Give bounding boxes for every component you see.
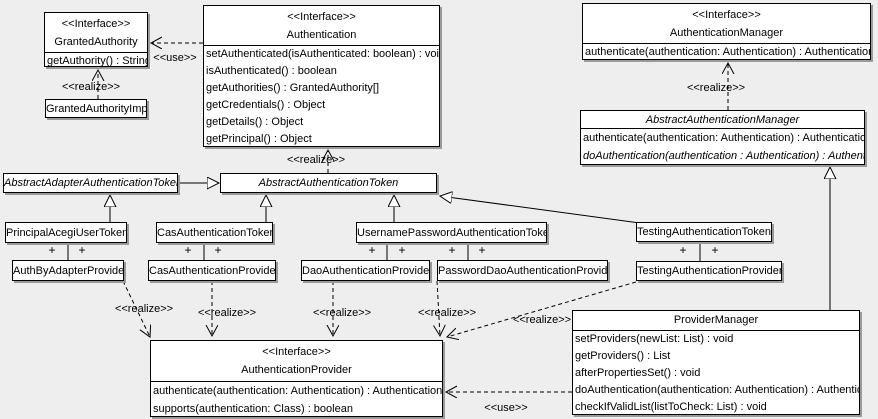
class-name: AbstractAuthenticationManager <box>645 114 800 126</box>
class-title: AbstractAuthenticationManager <box>581 111 864 128</box>
class-name: AuthenticationManager <box>669 27 784 39</box>
realize-label: <<realize>> <box>197 307 257 319</box>
method: getDetails() : Object <box>206 116 304 128</box>
class-name: UsernamePasswordAuthenticationToken <box>357 226 546 239</box>
class-name: AuthenticationProvider <box>241 364 352 376</box>
class-name: PrincipalAcegiUserToken <box>6 226 126 239</box>
multiplicity-plus: + <box>48 243 56 257</box>
method: checkIfValidList(listToCheck: List) : vo… <box>575 401 767 413</box>
class-abstract-adapter-authentication-token[interactable]: AbstractAdapterAuthenticationToken <box>3 173 178 193</box>
class-auth-by-adapter-provider[interactable]: AuthByAdapterProvider <box>12 260 124 281</box>
multiplicity-plus: + <box>398 243 406 257</box>
method: authenticate(authentication: Authenticat… <box>585 46 870 58</box>
realize-label: <<realize>> <box>61 81 121 93</box>
class-password-dao-authentication-provider[interactable]: PasswordDaoAuthenticationProvider <box>437 260 608 281</box>
method: doAuthentication(authentication : Authen… <box>583 150 864 162</box>
multiplicity-plus: + <box>711 243 719 257</box>
realize-label: <<realize>> <box>114 303 174 315</box>
method: authenticate(authentication: Authenticat… <box>583 132 864 144</box>
class-name: Authentication <box>286 29 357 41</box>
class-testing-authentication-provider[interactable]: TestingAuthenticationProvider <box>636 261 782 281</box>
class-authentication-manager[interactable]: <<Interface>> AuthenticationManager auth… <box>582 3 871 60</box>
method: getProviders() : List <box>575 350 671 362</box>
class-cas-authentication-token[interactable]: CasAuthenticationToken <box>156 222 273 243</box>
class-name: CasAuthenticationToken <box>157 226 272 239</box>
class-name: CasAuthenticationProvider <box>149 264 275 277</box>
realize-label: <<realize>> <box>686 82 746 94</box>
class-provider-manager[interactable]: ProviderManager setProviders(newList: Li… <box>572 310 860 415</box>
use-label: <<use>> <box>484 402 528 414</box>
method: setAuthenticated(isAuthenticated: boolea… <box>206 48 439 60</box>
generalization-testing-to-abstract-token <box>440 196 641 224</box>
class-granted-authority[interactable]: <<Interface>> GrantedAuthority getAuthor… <box>44 12 148 67</box>
use-label: <<use>> <box>153 52 197 64</box>
class-authentication-provider[interactable]: <<Interface>> AuthenticationProvider aut… <box>150 340 443 417</box>
class-name: DaoAuthenticationProvider <box>302 264 429 277</box>
class-title: <<Interface>> GrantedAuthority <box>45 13 147 52</box>
method: getPrincipal() : Object <box>206 133 312 145</box>
method: isAuthenticated() : boolean <box>206 65 337 77</box>
multiplicity-plus: + <box>368 243 376 257</box>
method: afterPropertiesSet() : void <box>575 367 701 379</box>
method: getCredentials() : Object <box>206 99 326 111</box>
method: supports(authentication: Class) : boolea… <box>153 403 353 415</box>
stereotype: <<Interface>> <box>61 18 131 30</box>
class-name: AbstractAuthenticationToken <box>258 177 399 189</box>
stereotype: <<Interface>> <box>262 346 331 358</box>
class-name: GrantedAuthorityImpl <box>46 102 146 115</box>
multiplicity-plus: + <box>448 243 456 257</box>
realize-label: <<realize>> <box>312 307 372 319</box>
multiplicity-plus: + <box>478 243 486 257</box>
class-name: PasswordDaoAuthenticationProvider <box>438 264 607 277</box>
method: setProviders(newList: List) : void <box>575 333 734 345</box>
realize-authbyadapter-to-provider-interface <box>122 280 150 337</box>
method: authenticate(authentication: Authenticat… <box>153 385 442 397</box>
realize-testingprovider-to-provider-interface <box>447 281 637 337</box>
class-name: AbstractAdapterAuthenticationToken <box>4 177 177 189</box>
class-title: <<Interface>> AuthenticationProvider <box>151 341 442 381</box>
realize-label: <<realize>> <box>417 307 477 319</box>
class-dao-authentication-provider[interactable]: DaoAuthenticationProvider <box>301 260 430 281</box>
class-abstract-authentication-manager[interactable]: AbstractAuthenticationManager authentica… <box>580 110 865 165</box>
class-testing-authentication-token[interactable]: TestingAuthenticationToken <box>636 222 772 242</box>
class-abstract-authentication-token[interactable]: AbstractAuthenticationToken <box>220 173 437 193</box>
class-cas-authentication-provider[interactable]: CasAuthenticationProvider <box>148 260 276 281</box>
class-name: TestingAuthenticationProvider <box>637 265 781 277</box>
class-principal-acegi-user-token[interactable]: PrincipalAcegiUserToken <box>5 222 127 243</box>
realize-label: <<realize>> <box>512 314 572 326</box>
multiplicity-plus: + <box>679 243 687 257</box>
stereotype: <<Interface>> <box>692 9 761 21</box>
class-name: TestingAuthenticationToken <box>637 226 771 238</box>
class-name: ProviderManager <box>673 314 759 326</box>
method: getAuthorities() : GrantedAuthority[] <box>206 82 380 94</box>
class-title: <<Interface>> AuthenticationManager <box>583 4 870 43</box>
multiplicity-plus: + <box>78 243 86 257</box>
multiplicity-plus: + <box>214 243 222 257</box>
class-title: <<Interface>> Authentication <box>204 6 439 45</box>
realize-label: <<realize>> <box>286 154 346 166</box>
method: getAuthority() : String <box>47 55 147 67</box>
class-authentication[interactable]: <<Interface>> Authentication setAuthenti… <box>203 5 440 147</box>
class-title: ProviderManager <box>573 311 859 330</box>
realize-passworddaoprovider-to-provider-interface <box>437 280 440 336</box>
method: doAuthentication(authentication: Authent… <box>575 384 859 396</box>
stereotype: <<Interface>> <box>287 11 356 23</box>
class-granted-authority-impl[interactable]: GrantedAuthorityImpl <box>45 99 147 118</box>
class-username-password-authentication-token[interactable]: UsernamePasswordAuthenticationToken <box>356 222 547 243</box>
class-name: AuthByAdapterProvider <box>13 264 123 277</box>
multiplicity-plus: + <box>184 243 192 257</box>
class-name: GrantedAuthority <box>54 36 138 48</box>
